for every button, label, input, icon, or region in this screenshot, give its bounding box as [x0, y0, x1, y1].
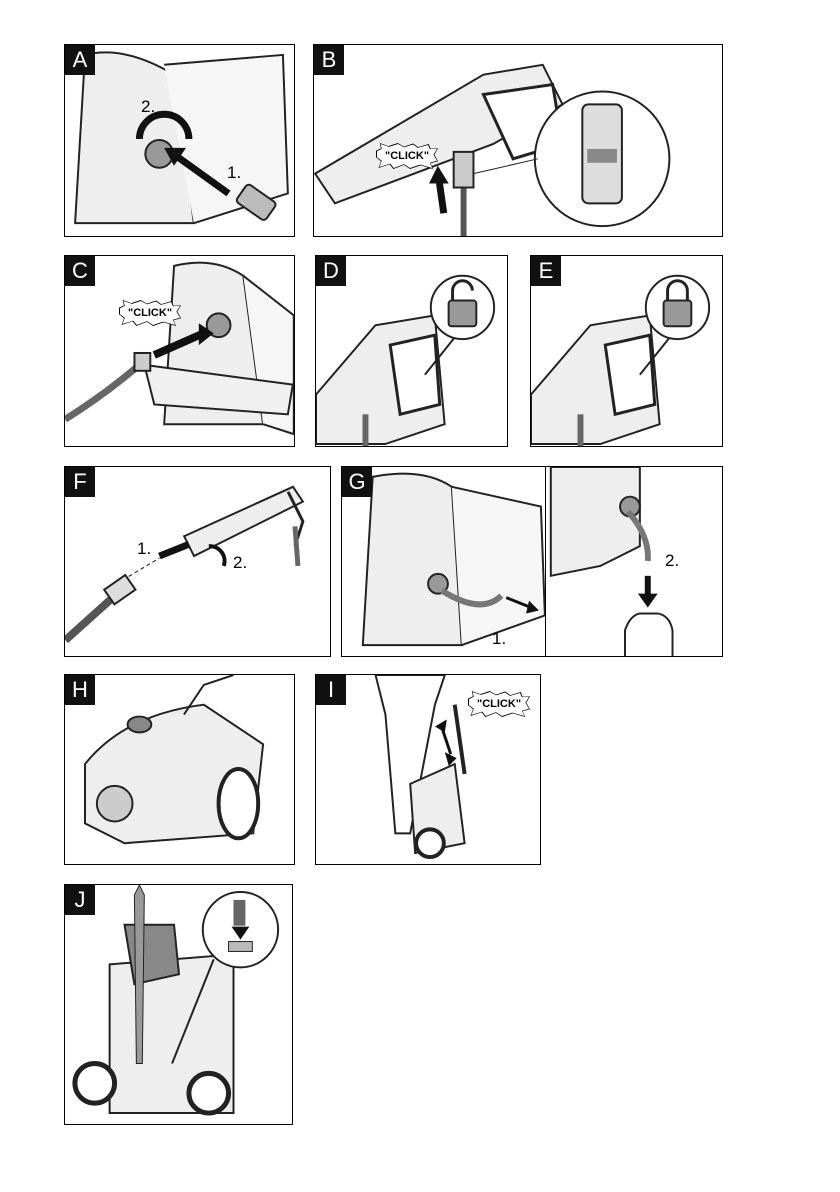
figure-label: D [316, 256, 346, 286]
click-callout: "CLICK" [119, 300, 182, 326]
figure-label: I [316, 675, 346, 705]
figure-g: G 1. 2. [341, 466, 723, 657]
figure-d: D [315, 255, 508, 447]
click-callout: "CLICK" [468, 691, 531, 717]
click-callout: "CLICK" [376, 143, 439, 169]
figure-c: C "CLICK" [64, 255, 295, 447]
figure-label: G [342, 467, 372, 497]
step-1-label: 1. [227, 163, 242, 182]
spray-gun-connection-illustration [314, 63, 671, 236]
detergent-hose-illustration [361, 467, 674, 656]
spray-lance-illustration [65, 485, 305, 644]
figure-b: B "CLICK" [313, 44, 723, 237]
figure-e: E [530, 255, 723, 447]
figure-label: A [65, 45, 95, 75]
unlocked-padlock-icon [451, 279, 474, 301]
high-pressure-hose-illustration [65, 261, 294, 436]
trigger-locked-illustration [531, 274, 711, 446]
step-2-label: 2. [233, 553, 248, 572]
locked-padlock-icon [666, 279, 689, 301]
step-1-label: 1. [137, 539, 152, 558]
figure-label: F [65, 467, 95, 497]
figure-h: H [64, 674, 295, 865]
accessory-storage-illustration [72, 885, 280, 1116]
telescopic-handle-illustration [374, 675, 467, 860]
figure-label: C [65, 256, 95, 286]
figure-f: F 1. 2. [64, 466, 331, 657]
carrying-unit-illustration [84, 675, 265, 845]
step-1-label: 1. [492, 629, 507, 648]
figure-i: I "CLICK" [315, 674, 541, 865]
step-2-label: 2. [665, 551, 680, 570]
figure-label: H [65, 675, 95, 705]
figure-label: E [531, 256, 561, 286]
figure-divider [545, 467, 546, 656]
figure-label: B [314, 45, 344, 75]
hose-connection-illustration [74, 51, 289, 225]
step-2-label: 2. [141, 97, 156, 116]
figure-j: J [64, 884, 293, 1125]
figure-a: A 2. 1. [64, 44, 295, 237]
trigger-unlocked-illustration [316, 274, 496, 446]
figure-label: J [65, 885, 95, 915]
